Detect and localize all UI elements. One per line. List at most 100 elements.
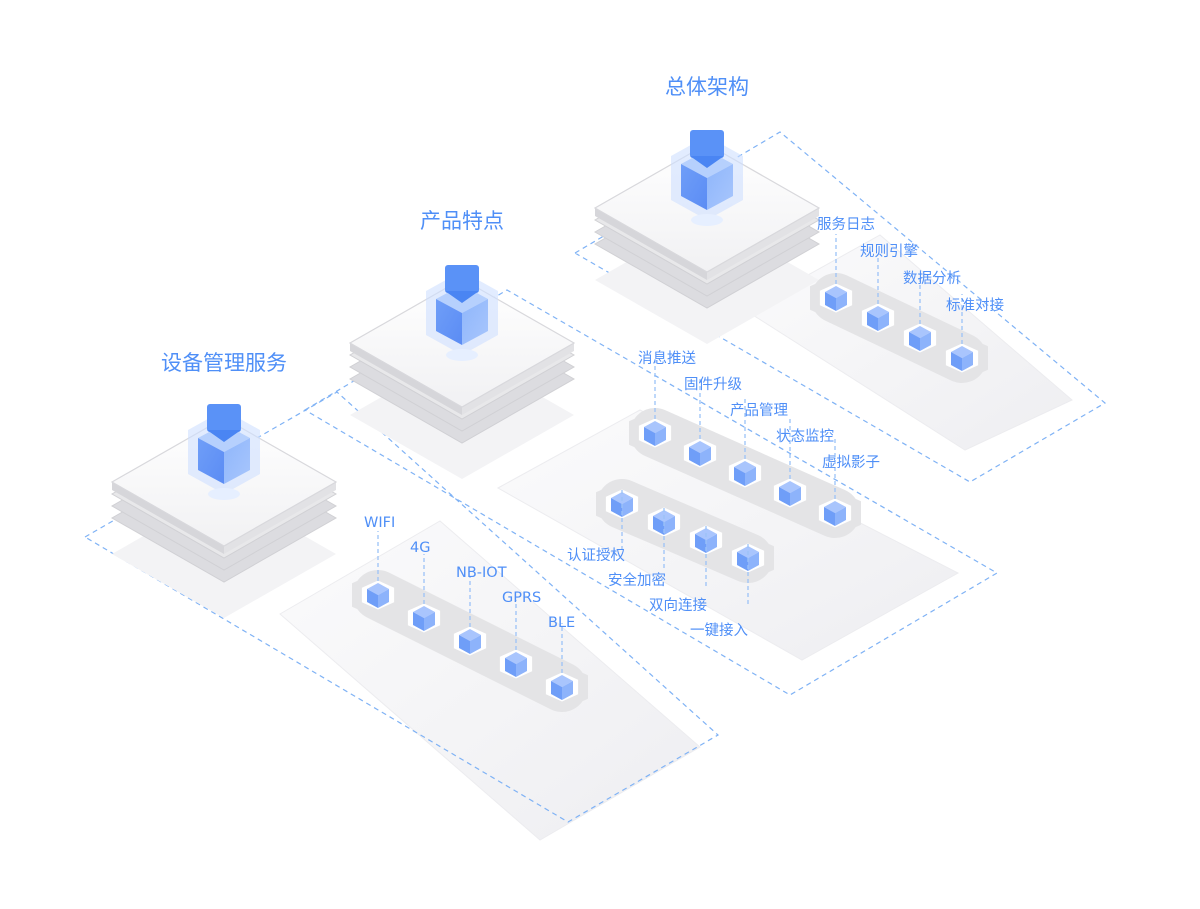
small-cube-right (622, 498, 633, 517)
small-cube-icon (367, 583, 389, 608)
cube-base (446, 349, 478, 361)
arrow-head (445, 291, 479, 303)
small-cube-icon (824, 501, 846, 526)
node-label: 双向连接 (649, 597, 707, 614)
layer-stacks (110, 130, 821, 618)
node-label: 安全加密 (608, 571, 666, 589)
node-label: 虚拟影子 (822, 454, 880, 471)
small-cube-right (835, 507, 846, 526)
architecture-base-dashed-border (573, 131, 1107, 483)
architecture-node-row (810, 273, 988, 383)
node-label: 固件升级 (684, 376, 742, 393)
small-cube-left (611, 498, 622, 517)
cube-icon (188, 404, 260, 500)
section-title-architecture: 总体架构 (665, 75, 749, 99)
small-cube-icon (779, 481, 801, 506)
cube-right (707, 164, 733, 210)
small-cube-icon (909, 326, 931, 351)
small-cube-left (779, 487, 790, 506)
small-cube-icon (459, 629, 481, 654)
small-cube-right (655, 427, 666, 446)
small-cube-icon (551, 675, 573, 700)
cube-left (436, 299, 462, 345)
device-node-row (352, 570, 588, 712)
node-label: WIFI (364, 515, 395, 531)
small-cube-right (836, 292, 847, 311)
cube-left (681, 164, 707, 210)
cube-icon (671, 130, 743, 226)
arrow-head (690, 156, 724, 168)
cube-left (198, 438, 224, 484)
small-cube-left (695, 534, 706, 553)
small-cube-left (867, 312, 878, 331)
section-title-product: 产品特点 (420, 209, 504, 233)
small-cube-icon (413, 606, 435, 631)
architecture-plate-left-edge (595, 208, 707, 280)
cube-base (691, 214, 723, 226)
arrow-head (207, 430, 241, 442)
device-plate-right-edge (224, 482, 336, 554)
node-label: 服务日志 (817, 216, 875, 233)
node-label: NB-IOT (456, 565, 507, 581)
small-cube-right (745, 467, 756, 486)
cube-right (224, 438, 250, 484)
small-cube-right (878, 312, 889, 331)
small-cube-right (562, 681, 573, 700)
device-stack (110, 404, 338, 618)
architecture-stack (593, 130, 821, 344)
node-label: 一键接入 (690, 622, 748, 639)
small-cube-left (644, 427, 655, 446)
small-cube-right (700, 447, 711, 466)
small-cube-icon (644, 421, 666, 446)
small-cube-right (516, 658, 527, 677)
small-cube-right (424, 612, 435, 631)
node-labels: WIFI4GNB-IOTGPRSBLE消息推送固件升级产品管理状态监控虚拟影子认… (364, 216, 1004, 673)
small-cube-left (734, 467, 745, 486)
small-cube-left (459, 635, 470, 654)
device-plate-left-edge (112, 482, 224, 554)
small-cube-right (664, 516, 675, 535)
cube-base (208, 488, 240, 500)
small-cube-left (909, 332, 920, 351)
small-cube-icon (867, 306, 889, 331)
node-label: 数据分析 (903, 270, 961, 287)
small-cube-right (748, 552, 759, 571)
small-cube-icon (689, 441, 711, 466)
small-cube-right (706, 534, 717, 553)
small-cube-left (951, 352, 962, 371)
product-stack (348, 265, 576, 479)
small-cube-left (825, 292, 836, 311)
cube-icon (426, 265, 498, 361)
node-label: 状态监控 (776, 428, 834, 445)
small-cube-right (962, 352, 973, 371)
small-cube-right (920, 332, 931, 351)
product-plate-right-edge (462, 343, 574, 415)
architecture-plate-right-edge (707, 208, 819, 280)
small-cube-left (653, 516, 664, 535)
node-label: 规则引擎 (860, 243, 918, 260)
small-cube-left (367, 589, 378, 608)
small-cube-left (824, 507, 835, 526)
node-label: BLE (548, 615, 575, 631)
arrow-tab (445, 265, 479, 293)
small-cube-left (551, 681, 562, 700)
arrow-tab (207, 404, 241, 432)
node-rows (352, 273, 988, 712)
small-cube-left (505, 658, 516, 677)
cube-right (462, 299, 488, 345)
node-label: 4G (410, 540, 430, 556)
small-cube-icon (505, 652, 527, 677)
node-label: 标准对接 (946, 297, 1004, 314)
small-cube-right (790, 487, 801, 506)
small-cube-right (470, 635, 481, 654)
small-cube-left (413, 612, 424, 631)
small-cube-icon (734, 461, 756, 486)
section-title-device: 设备管理服务 (161, 351, 287, 375)
small-cube-left (689, 447, 700, 466)
product-node-row-1 (629, 408, 861, 538)
node-label: 认证授权 (567, 547, 625, 564)
small-cube-icon (951, 346, 973, 371)
node-label: 产品管理 (730, 402, 788, 419)
small-cube-left (737, 552, 748, 571)
